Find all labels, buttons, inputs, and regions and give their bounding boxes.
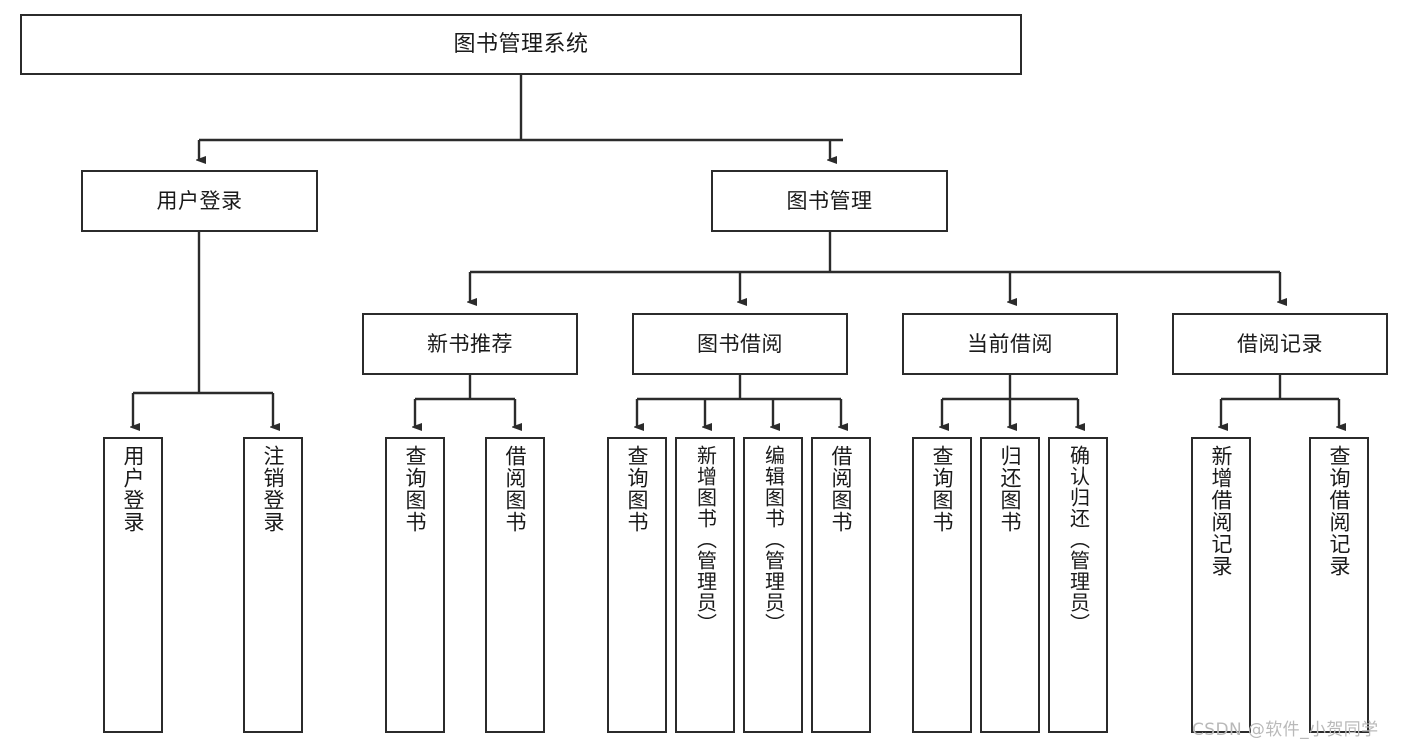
- node-label: 查询图书: [403, 445, 428, 533]
- leaf-query-borrowing-record[interactable]: 查询借阅记录: [1309, 437, 1369, 733]
- node-label: 用户登录: [156, 188, 243, 213]
- node-label: 当前借阅: [967, 331, 1053, 356]
- node-label: 图书借阅: [697, 331, 783, 356]
- node-label: 新增图书（管理员）: [693, 445, 718, 634]
- node-label: 编辑图书（管理员）: [761, 445, 786, 634]
- node-label: 新书推荐: [427, 331, 513, 356]
- node-label: 借阅图书: [829, 445, 854, 533]
- leaf-return-book[interactable]: 归还图书: [980, 437, 1040, 733]
- node-label: 借阅图书: [503, 445, 528, 533]
- node-label: 确认归还（管理员）: [1066, 445, 1091, 634]
- leaf-confirm-return-admin[interactable]: 确认归还（管理员）: [1048, 437, 1108, 733]
- leaf-user-logout[interactable]: 注销登录: [243, 437, 303, 733]
- node-label: 图书管理: [786, 188, 873, 213]
- node-label: 注销登录: [261, 445, 286, 533]
- node-label: 查询借阅记录: [1327, 445, 1352, 577]
- leaf-borrow-book-borrowing[interactable]: 借阅图书: [811, 437, 871, 733]
- leaf-query-book-current[interactable]: 查询图书: [912, 437, 972, 733]
- leaf-borrow-book-new-recommendation[interactable]: 借阅图书: [485, 437, 545, 733]
- leaf-user-login[interactable]: 用户登录: [103, 437, 163, 733]
- leaf-query-book-borrowing[interactable]: 查询图书: [607, 437, 667, 733]
- node-label: 查询图书: [930, 445, 955, 533]
- node-label: 用户登录: [121, 445, 146, 533]
- node-user-login[interactable]: 用户登录: [81, 170, 318, 232]
- node-label: 查询图书: [625, 445, 650, 533]
- node-label: 图书管理系统: [453, 31, 589, 57]
- node-borrowing-records[interactable]: 借阅记录: [1172, 313, 1388, 375]
- node-root-book-management-system[interactable]: 图书管理系统: [20, 14, 1022, 75]
- leaf-add-book-admin[interactable]: 新增图书（管理员）: [675, 437, 735, 733]
- node-current-borrowing[interactable]: 当前借阅: [902, 313, 1118, 375]
- csdn-watermark: CSDN @软件_小贺同学: [1192, 720, 1379, 740]
- leaf-edit-book-admin[interactable]: 编辑图书（管理员）: [743, 437, 803, 733]
- node-book-management[interactable]: 图书管理: [711, 170, 948, 232]
- node-label: 新增借阅记录: [1209, 445, 1234, 577]
- node-label: 借阅记录: [1237, 331, 1323, 356]
- leaf-query-book-new-recommendation[interactable]: 查询图书: [385, 437, 445, 733]
- node-new-book-recommendation[interactable]: 新书推荐: [362, 313, 578, 375]
- leaf-add-borrowing-record[interactable]: 新增借阅记录: [1191, 437, 1251, 733]
- node-book-borrowing[interactable]: 图书借阅: [632, 313, 848, 375]
- node-label: 归还图书: [998, 445, 1023, 533]
